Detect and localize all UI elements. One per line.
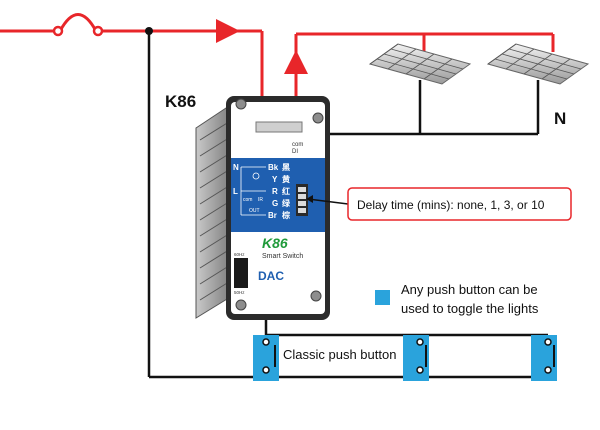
wiring-com-label: com bbox=[243, 197, 252, 203]
legend-line-1: Any push button can be bbox=[401, 282, 538, 297]
wiring-panel bbox=[231, 158, 325, 232]
neutral-wire bbox=[312, 80, 540, 138]
legend-line-2: used to toggle the lights bbox=[401, 301, 539, 316]
row-right-y: Y bbox=[272, 175, 278, 184]
push-button-legend: Any push button can be used to toggle th… bbox=[375, 282, 539, 316]
row-cn-4: 棕 bbox=[281, 210, 290, 220]
row-right-r: R bbox=[272, 187, 278, 196]
legend-swatch bbox=[375, 290, 390, 305]
model-label: K86 bbox=[262, 235, 288, 251]
row-right-br: Br bbox=[268, 211, 277, 220]
brand-logo: DAC bbox=[258, 269, 284, 283]
classic-push-button-label: Classic push button bbox=[283, 347, 396, 362]
device-label: K86 bbox=[165, 92, 196, 111]
row-right-g: G bbox=[272, 199, 278, 208]
terminal-di-label: DI bbox=[292, 149, 298, 155]
freq-50-label: 50Hz bbox=[234, 290, 245, 295]
row-cn-3: 绿 bbox=[282, 198, 291, 208]
delay-callout: Delay time (mins): none, 1, 3, or 10 bbox=[347, 187, 572, 221]
push-button-3[interactable] bbox=[531, 335, 557, 381]
row-cn-2: 红 bbox=[282, 186, 290, 196]
wiring-ir-label: IR bbox=[258, 197, 263, 203]
delay-callout-text: Delay time (mins): none, 1, 3, or 10 bbox=[357, 198, 545, 212]
delay-pointer bbox=[306, 195, 349, 205]
terminal-com-label: com bbox=[292, 142, 303, 148]
row-right-bk: Bk bbox=[268, 163, 279, 172]
fuse-icon bbox=[58, 13, 98, 32]
frequency-switch[interactable] bbox=[234, 258, 248, 288]
freq-60-label: 60Hz bbox=[234, 252, 245, 257]
row-cn-0: 黑 bbox=[282, 162, 290, 172]
heat-sink bbox=[195, 103, 233, 319]
push-button-1[interactable] bbox=[253, 335, 279, 381]
wiring-out-label: OUT bbox=[249, 208, 260, 214]
row-cn-1: 黄 bbox=[282, 174, 290, 184]
lamp-1 bbox=[368, 43, 472, 85]
neutral-label: N bbox=[554, 109, 566, 128]
subtitle-label: Smart Switch bbox=[262, 253, 303, 260]
row-left-l: L bbox=[233, 187, 238, 196]
row-left-n: N bbox=[233, 163, 239, 172]
push-button-2[interactable] bbox=[403, 335, 429, 381]
k86-module: com DI N L Bk Y R G Br 黑 黄 红 绿 棕 com IR … bbox=[195, 96, 330, 320]
lamp-2 bbox=[486, 43, 590, 85]
